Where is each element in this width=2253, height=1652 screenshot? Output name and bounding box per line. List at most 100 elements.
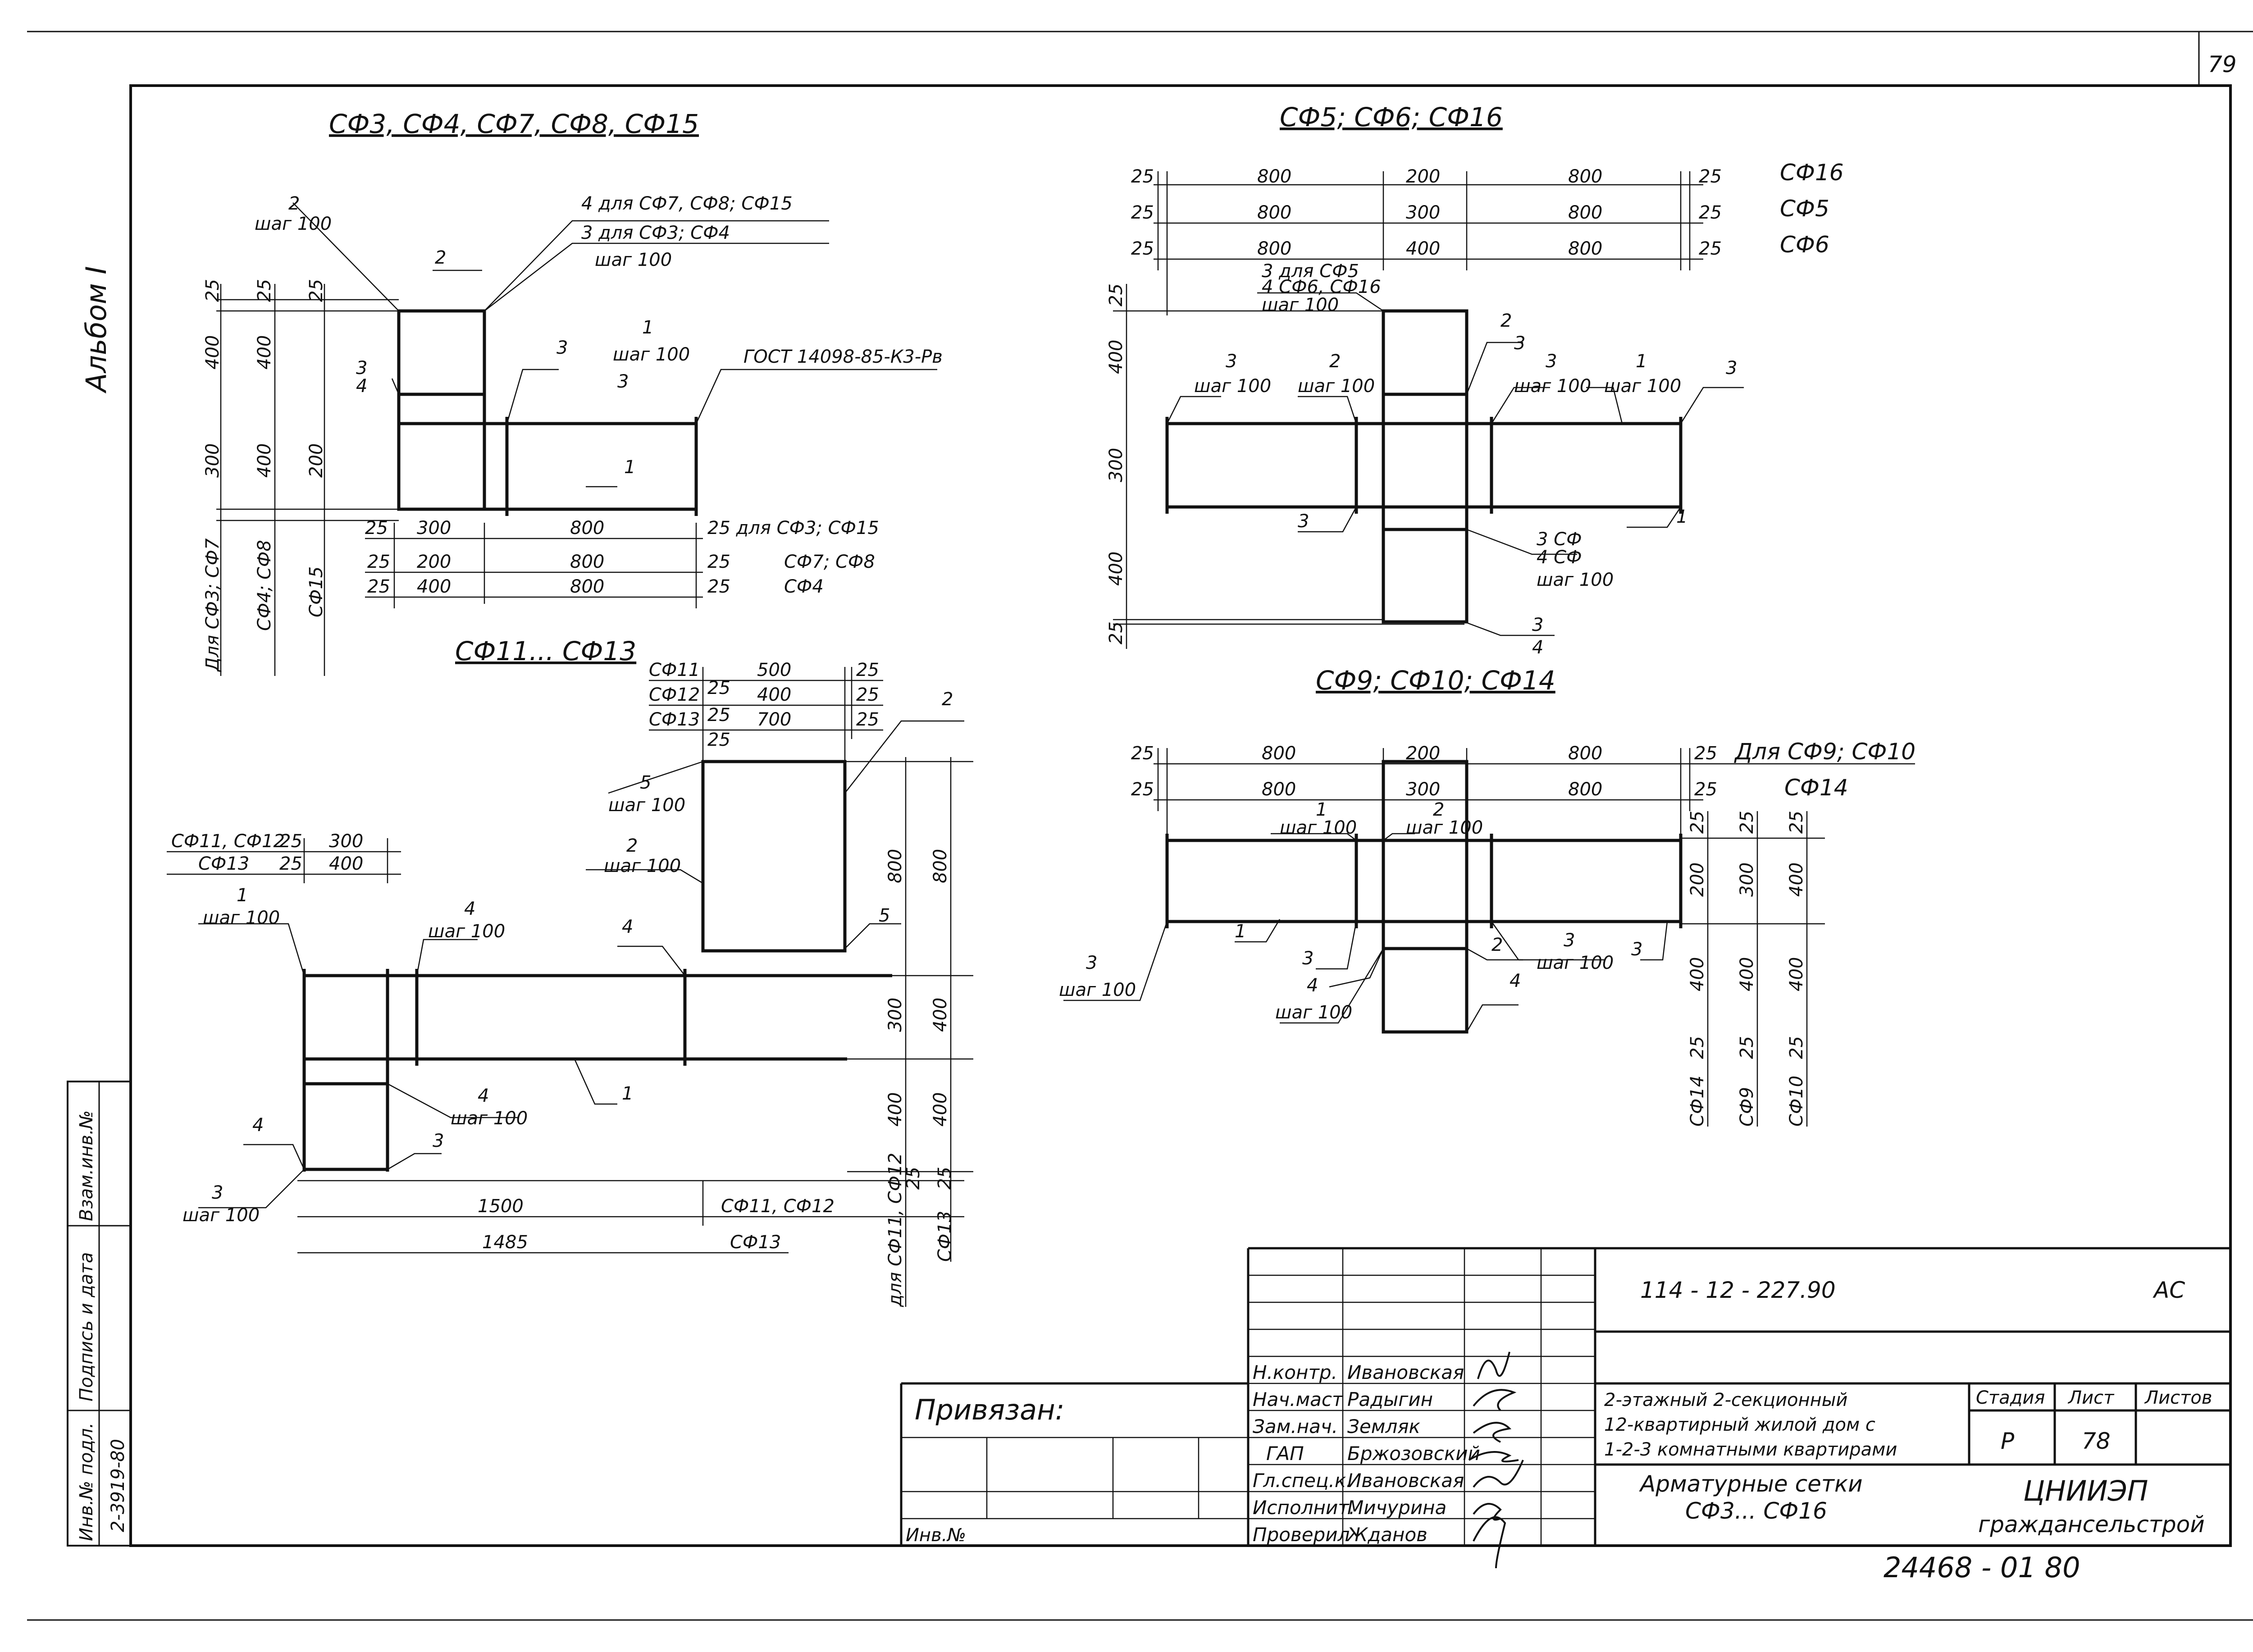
- d3-lr2-name: СФ13: [198, 853, 249, 874]
- tb-val-sheet: 78: [2082, 1428, 2111, 1454]
- d3-rt3-b: 25: [856, 709, 879, 730]
- tb-name-4: Ивановская: [1347, 1469, 1464, 1492]
- d4-r2-l: 25: [1131, 779, 1154, 800]
- d3-c2: 2: [942, 689, 953, 710]
- d2-c4: 4: [1532, 637, 1543, 658]
- tb-code: 114 - 12 - 227.90: [1640, 1277, 1836, 1303]
- d4-dv-d: 200: [1687, 863, 1708, 897]
- d2-sh3: шаг 100: [1514, 376, 1591, 397]
- tb-name-1: Радыгин: [1347, 1388, 1433, 1410]
- d2-c3e: 3: [1298, 511, 1309, 532]
- tb-role-5: Исполнит.: [1253, 1497, 1355, 1519]
- d3-c5b: 5: [879, 905, 890, 926]
- tb-name-2: Земляк: [1347, 1415, 1421, 1438]
- page-number: 79: [2208, 51, 2237, 78]
- d2-dv-b: 400: [1106, 340, 1126, 374]
- d2-r1-c: 800: [1568, 166, 1602, 187]
- d3-rt2-b: 25: [856, 685, 879, 705]
- d3-lr1-name: СФ11, СФ12: [171, 831, 285, 852]
- d4-sh2: шаг 100: [1406, 817, 1483, 838]
- d3-c4b: 4: [622, 917, 633, 937]
- d2-r2-name: СФ5: [1780, 196, 1829, 222]
- d3-sh2: шаг 100: [604, 856, 681, 876]
- d3-c3: 3: [433, 1131, 444, 1151]
- d4-c1b: 1: [1235, 921, 1246, 942]
- d2-dv-c: 300: [1106, 448, 1126, 482]
- tb-role-0: Н.контр.: [1253, 1361, 1337, 1383]
- d3-title: СФ11... СФ13: [455, 636, 636, 666]
- tb-sheet-title-0: Арматурные сетки: [1639, 1471, 1863, 1497]
- d3-c25: 25: [707, 730, 730, 750]
- d3-dv-h: 25: [935, 1167, 955, 1190]
- d3-v1: для СФ11, СФ12: [885, 1153, 906, 1307]
- d3-dv-d: 400: [930, 998, 951, 1032]
- d2-r1-name: СФ16: [1780, 160, 1844, 186]
- mesh-drawing-3: СФ11... СФ13: [167, 636, 973, 1307]
- d3-c1b: 1: [622, 1083, 633, 1104]
- d2-sh2: шаг 100: [1298, 376, 1375, 397]
- d4-v3: СФ10: [1786, 1076, 1807, 1127]
- d3-dv-e: 400: [885, 1092, 906, 1127]
- d4-title: СФ9; СФ10; СФ14: [1316, 665, 1555, 696]
- d1-c3b: 3: [617, 371, 629, 392]
- tb-role-4: Гл.спец.к.: [1253, 1469, 1352, 1492]
- d1-c34b: 4: [356, 376, 367, 397]
- d4-dv-b: 25: [1737, 811, 1757, 834]
- tb-val-stage: Р: [2001, 1428, 2015, 1454]
- d2-r3-a: 800: [1257, 238, 1291, 259]
- d1-gost: ГОСТ 14098-85-К3-Рв: [743, 347, 943, 367]
- d1-dv-d: 25: [254, 279, 275, 302]
- d4-c3d: 3: [1631, 939, 1642, 960]
- d3-dv-f: 400: [930, 1092, 951, 1127]
- d4-sh4: шаг 100: [1059, 980, 1136, 1000]
- d1-r1-l: 25: [365, 518, 388, 538]
- d4-v1: СФ14: [1687, 1076, 1708, 1127]
- d3-b-a: 1500: [478, 1196, 524, 1217]
- d2-c3b: 3: [1226, 351, 1237, 372]
- mesh-drawing-4: СФ9; СФ10; СФ14 25 800 200: [1059, 665, 1916, 1127]
- d3-dv-a: 800: [885, 849, 906, 883]
- d1-shag3: шаг 100: [613, 344, 690, 365]
- d3-c4c: 4: [478, 1086, 489, 1106]
- d2-r3-l: 25: [1131, 238, 1154, 259]
- d3-c4: 4: [464, 899, 475, 919]
- d2-sh5: шаг 100: [1537, 570, 1614, 590]
- d3-c2b: 2: [626, 835, 638, 856]
- d3-c1: 1: [237, 885, 248, 906]
- drawing-frame: [129, 84, 2232, 1547]
- d3-sh1: шаг 100: [608, 795, 685, 816]
- d1-r3-r: 25: [707, 576, 730, 597]
- d2-title: СФ5; СФ6; СФ16: [1280, 102, 1503, 132]
- d3-c4d: 4: [252, 1115, 264, 1136]
- title-block: 114 - 12 - 227.90 АС Привязан: Инв.№ Н.к…: [900, 1247, 2230, 1584]
- d2-top3: шаг 100: [1262, 295, 1339, 315]
- d2-sh4: шаг 100: [1604, 376, 1681, 397]
- d2-r1-a: 800: [1257, 166, 1291, 187]
- d2-r1-l: 25: [1131, 166, 1154, 187]
- d1-r1-a: 300: [417, 518, 451, 538]
- tb-privyazan: Привязан:: [915, 1393, 1065, 1426]
- d4-c2: 2: [1433, 799, 1444, 820]
- d1-dv-h: 200: [306, 443, 327, 478]
- d4-r2-a: 800: [1262, 779, 1296, 800]
- d4-dv-h: 400: [1737, 957, 1757, 991]
- d1-c4for: 4 для СФ7, СФ8; СФ15: [581, 193, 793, 214]
- d3-rt1-b: 25: [856, 660, 879, 680]
- d4-sh5: шаг 100: [1537, 953, 1614, 973]
- strip-vzam-inv: Взам.инв.№: [76, 1110, 97, 1221]
- tb-name-3: Бржозовский: [1347, 1442, 1480, 1465]
- d3-dv-g: 25: [903, 1167, 924, 1190]
- tb-role-1: Нач.маст: [1253, 1388, 1344, 1410]
- d2-c3sf: 3 СФ: [1537, 529, 1582, 550]
- d4-r2-c: 800: [1568, 779, 1602, 800]
- d1-r3-b: 800: [570, 576, 604, 597]
- d4-c2b: 2: [1491, 935, 1503, 955]
- d3-rt1-a: 500: [757, 660, 791, 680]
- d2-r2-l: 25: [1131, 202, 1154, 223]
- d1-dv-e: 400: [254, 335, 275, 370]
- d3-rt2-l: 25: [707, 678, 730, 698]
- album-label: Альбом I: [80, 266, 113, 394]
- d4-c4b: 4: [1510, 971, 1521, 991]
